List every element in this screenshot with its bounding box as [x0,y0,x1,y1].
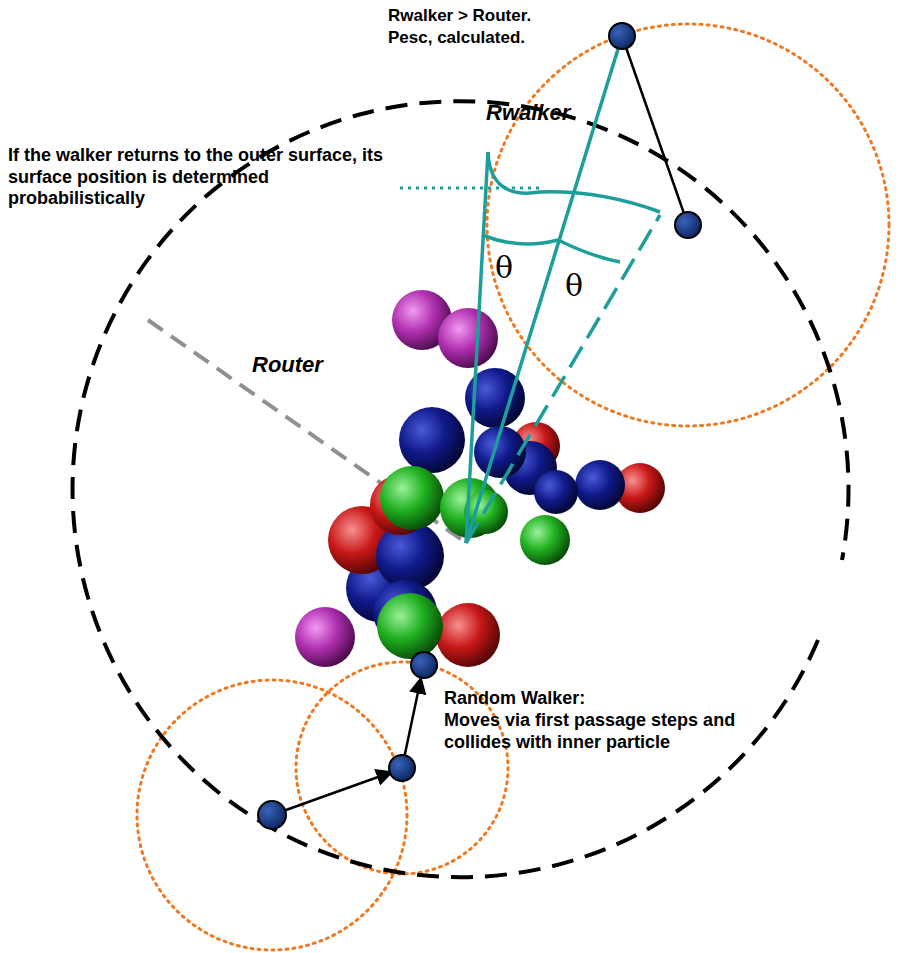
particle-sphere [438,308,498,368]
particle-sphere [399,407,465,473]
particle-sphere [520,515,570,565]
particle-sphere [295,607,355,667]
walker-geometry [400,36,660,543]
walker-dot [258,23,701,829]
particle-sphere [575,460,625,510]
particle-sphere [377,593,443,659]
particle-sphere [380,466,444,530]
walker-heading: Random Walker: [444,688,864,710]
outer-radius-label: Router [252,352,392,378]
walker-note: Moves via first passage steps and collid… [444,710,764,753]
angle-label: θ [495,250,535,286]
return-note: If the walker returns to the outer surfa… [8,145,398,210]
escape-note: Rwalker > Router. [388,6,618,26]
escape-note: Pesc, calculated. [388,28,618,48]
inner-particle [295,290,665,667]
particle-sphere [436,603,500,667]
particle-sphere [534,470,578,514]
walker-radius-label: Rwalker [486,100,646,126]
outer-boundary [73,101,849,877]
angle-label: θ [565,268,605,304]
